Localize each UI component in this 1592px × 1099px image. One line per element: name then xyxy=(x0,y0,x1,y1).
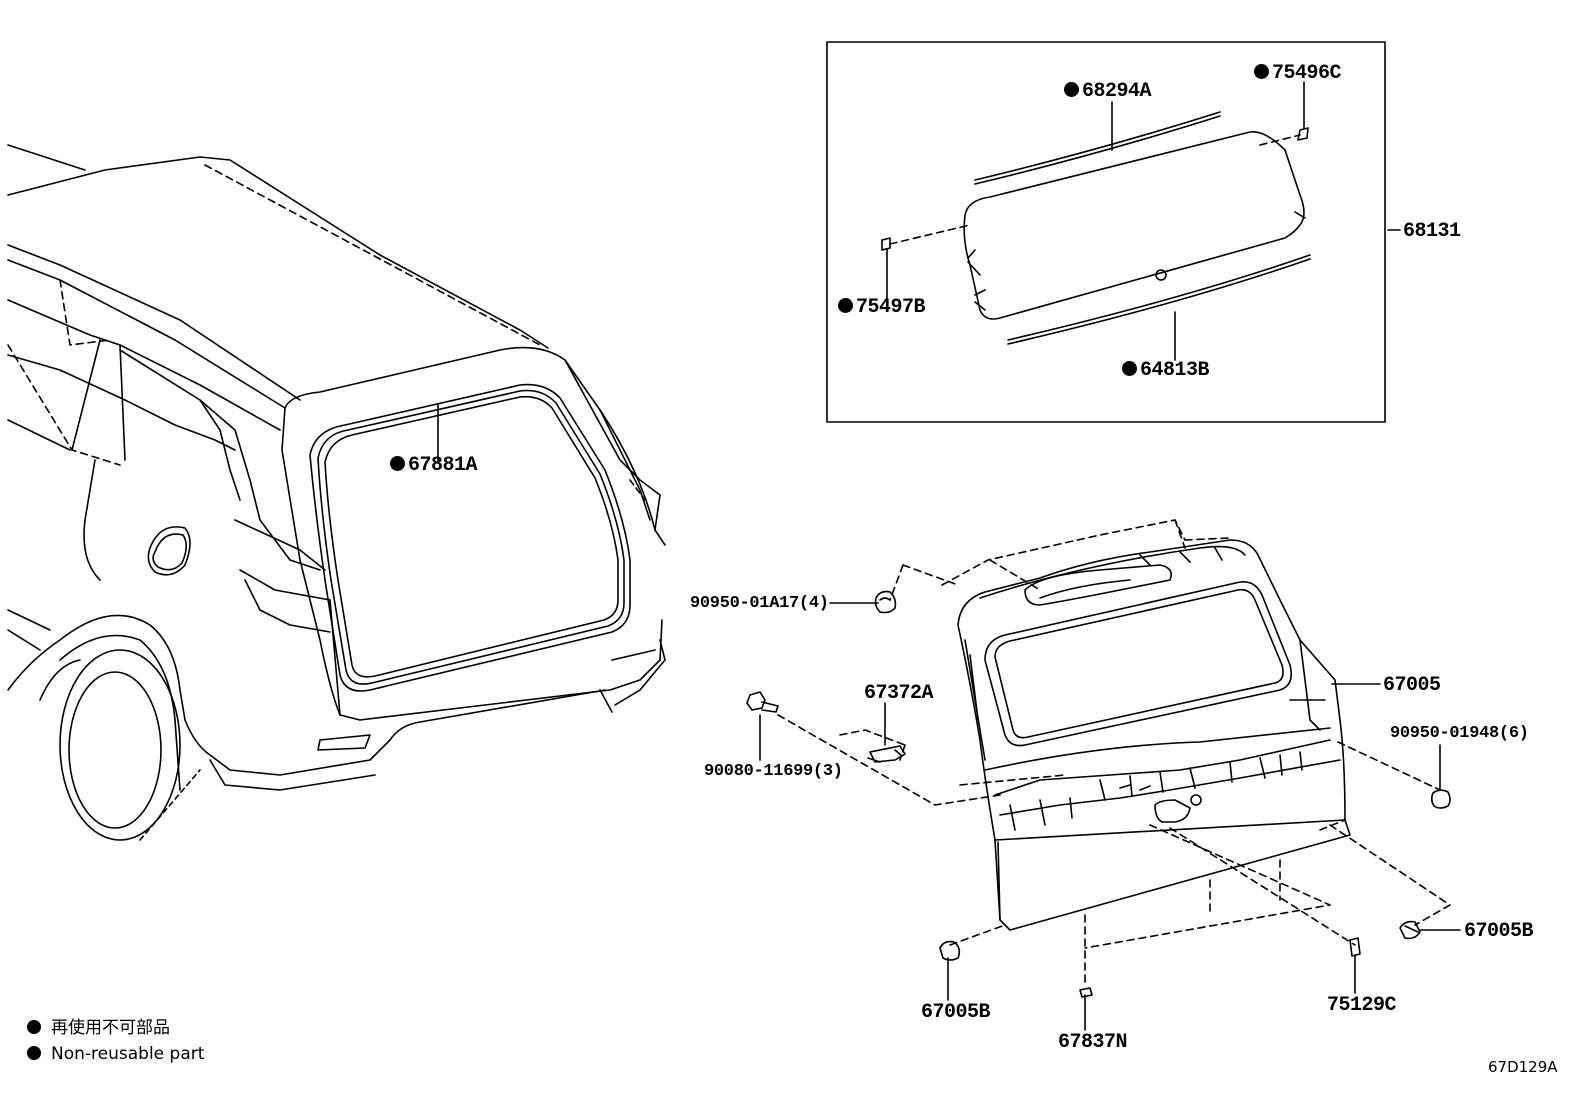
non-reusable-dot-icon xyxy=(27,1020,41,1034)
legend-japanese: 再使用不可部品 xyxy=(27,1020,170,1037)
part-label-90950-01A17: 90950-01A17(4) xyxy=(690,594,829,613)
legend-english: Non-reusable part xyxy=(27,1046,204,1063)
part-label-67881A: 67881A xyxy=(390,456,478,476)
part-label-67837N: 67837N xyxy=(1058,1031,1128,1054)
part-label-90950-01948: 90950-01948(6) xyxy=(1390,724,1529,743)
non-reusable-dot-icon xyxy=(838,298,853,313)
back-door-glass-assembly xyxy=(826,41,1401,423)
non-reusable-dot-icon xyxy=(390,456,405,471)
non-reusable-dot-icon xyxy=(27,1046,41,1060)
part-label-75129C: 75129C xyxy=(1327,994,1397,1017)
part-label-75496C: 75496C xyxy=(1254,64,1342,84)
back-door-panel xyxy=(759,519,1461,1031)
part-label-68131: 68131 xyxy=(1403,220,1461,243)
part-label-75497B: 75497B xyxy=(838,298,926,318)
non-reusable-dot-icon xyxy=(1064,82,1079,97)
fastener-parts xyxy=(746,590,1451,998)
figure-code: 67D129A xyxy=(1488,1058,1558,1076)
part-label-90080-11699: 90080-11699(3) xyxy=(704,762,843,781)
part-label-68294A: 68294A xyxy=(1064,82,1152,102)
part-label-67005B-right: 67005B xyxy=(1464,920,1534,943)
part-label-64813B: 64813B xyxy=(1122,361,1210,381)
non-reusable-dot-icon xyxy=(1122,361,1137,376)
non-reusable-dot-icon xyxy=(1254,64,1269,79)
part-label-67372A: 67372A xyxy=(864,682,934,705)
part-label-67005B-left: 67005B xyxy=(921,1001,991,1024)
part-label-67005: 67005 xyxy=(1383,674,1441,697)
vehicle-rear-view xyxy=(7,144,666,841)
